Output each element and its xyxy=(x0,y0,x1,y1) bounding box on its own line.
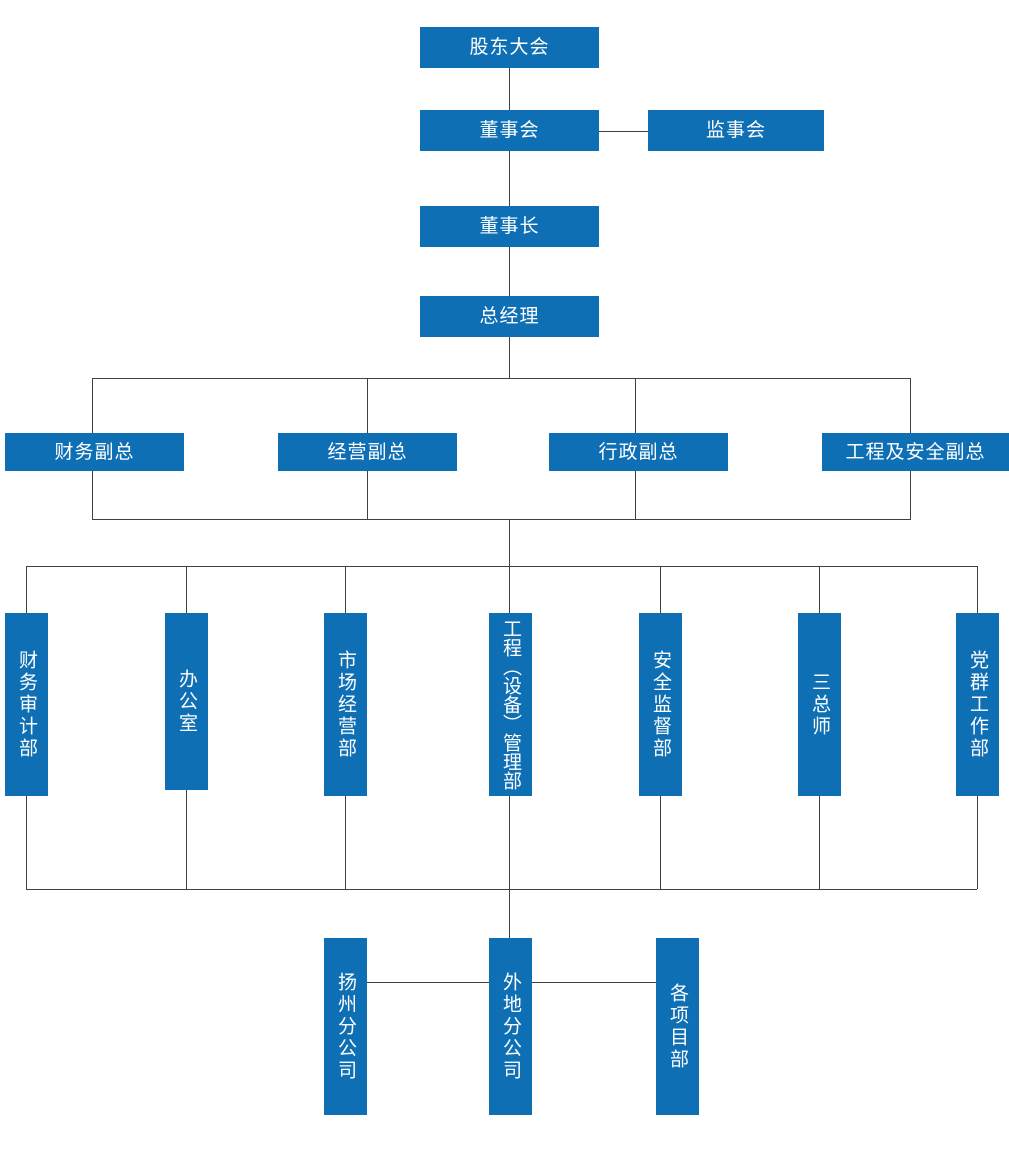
node-shareholders-meeting[interactable]: 股东大会 xyxy=(420,27,599,68)
node-label: 党群工作部 xyxy=(967,649,989,760)
node-label: 财务副总 xyxy=(54,440,135,463)
node-branch-project-departments[interactable]: 各项目部 xyxy=(656,938,699,1115)
node-label: 市场经营部 xyxy=(335,649,357,760)
node-label: 总经理 xyxy=(479,305,540,328)
node-chairman[interactable]: 董事长 xyxy=(420,206,599,247)
node-vice-president-administration[interactable]: 行政副总 xyxy=(549,433,728,471)
connector-board-to-supervisors xyxy=(599,131,648,132)
node-label: 董事会 xyxy=(479,119,540,142)
node-department-finance-audit[interactable]: 财务审计部 xyxy=(5,613,48,796)
department-bus-lower xyxy=(26,889,977,890)
connector-department-to-branch-bus xyxy=(509,889,510,982)
node-label: 安全监督部 xyxy=(650,649,672,760)
node-branch-external[interactable]: 外地分公司 xyxy=(489,938,532,1115)
node-label: 外地分公司 xyxy=(500,971,522,1082)
vp-bus-lower xyxy=(92,519,911,520)
vp-bus-upper xyxy=(92,378,911,379)
connector-gm-to-vp-bus xyxy=(509,337,510,378)
connector-board-to-chairman xyxy=(509,151,510,206)
node-department-engineering-equipment-management[interactable]: 工程（设备）管理部 xyxy=(489,613,532,796)
node-label: 董事长 xyxy=(479,215,540,238)
node-label: 工程（设备）管理部 xyxy=(500,619,522,790)
node-vice-president-engineering-safety[interactable]: 工程及安全副总 xyxy=(822,433,1009,471)
node-label: 经营副总 xyxy=(327,440,408,463)
node-label: 监事会 xyxy=(705,119,766,142)
node-board-of-directors[interactable]: 董事会 xyxy=(420,110,599,151)
node-department-market-operations[interactable]: 市场经营部 xyxy=(324,613,367,796)
node-department-three-chief-engineers[interactable]: 三总师 xyxy=(798,613,841,796)
node-board-of-supervisors[interactable]: 监事会 xyxy=(648,110,824,151)
node-label: 各项目部 xyxy=(667,982,689,1071)
node-label: 三总师 xyxy=(809,671,831,738)
node-label: 行政副总 xyxy=(598,440,679,463)
node-label: 股东大会 xyxy=(469,36,550,59)
node-label: 扬州分公司 xyxy=(335,971,357,1082)
node-vice-president-finance[interactable]: 财务副总 xyxy=(5,433,184,471)
node-vice-president-operations[interactable]: 经营副总 xyxy=(278,433,457,471)
department-bus-upper xyxy=(26,566,977,567)
node-department-office[interactable]: 办公室 xyxy=(165,613,208,790)
connector-shareholders-to-board xyxy=(509,68,510,110)
node-department-party-mass-work[interactable]: 党群工作部 xyxy=(956,613,999,796)
node-label: 财务审计部 xyxy=(16,649,38,760)
node-branch-yangzhou[interactable]: 扬州分公司 xyxy=(324,938,367,1115)
node-general-manager[interactable]: 总经理 xyxy=(420,296,599,337)
connector-chairman-to-gm xyxy=(509,247,510,296)
node-department-safety-supervision[interactable]: 安全监督部 xyxy=(639,613,682,796)
node-label: 办公室 xyxy=(176,668,198,735)
node-label: 工程及安全副总 xyxy=(845,440,986,463)
connector-vp-to-department-bus xyxy=(509,519,510,566)
